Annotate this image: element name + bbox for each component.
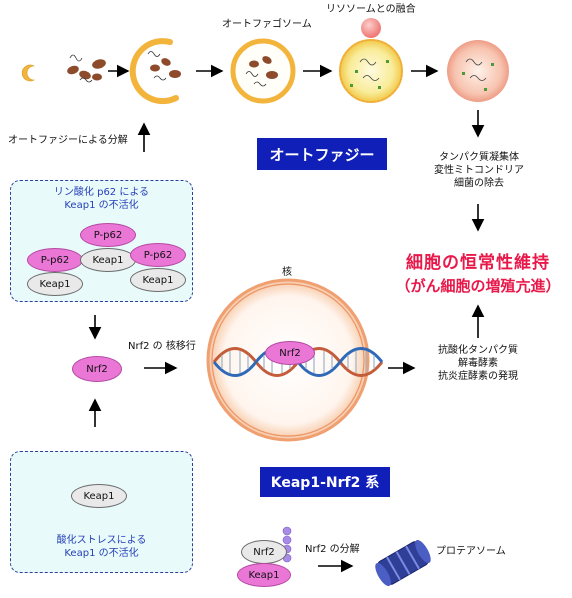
phagophore-icon xyxy=(129,38,181,105)
homeostasis-line: （がん細胞の増殖亢進） xyxy=(395,277,561,295)
expression-list: 抗酸化タンパク質 解毒酵素 抗炎症酵素の発現 xyxy=(416,344,540,383)
nrf2-nuclear-node: Nrf2 xyxy=(265,341,315,365)
keap1-bound-node: Keap1 xyxy=(237,563,291,587)
keap1-nrf2-banner: Keap1-Nrf2 系 xyxy=(260,467,390,497)
p62-box-title-line: リン酸化 p62 による xyxy=(53,187,150,198)
proteasome-label: プロテアソーム xyxy=(436,546,506,557)
p-p62-node: P-p62 xyxy=(27,248,83,272)
crescent-small-icon xyxy=(21,64,35,82)
nrf2-bound-node: Nrf2 xyxy=(241,540,287,564)
nrf2-degradation-label: Nrf2 の分解 xyxy=(305,544,360,555)
homeostasis-text: 細胞の恒常性維持 （がん細胞の増殖亢進） xyxy=(392,248,564,296)
autophagosome-label: オートファゴソーム xyxy=(222,19,312,30)
autolysosome-icon xyxy=(447,40,509,102)
lysosome-fusion-label: リソソームとの融合 xyxy=(326,4,416,15)
stress-box-title: 酸化ストレスによる Keap1 の不活化 xyxy=(11,534,192,560)
removal-item: タンパク質凝集体 xyxy=(439,152,519,163)
cargo-cluster-icon xyxy=(67,54,106,83)
removal-item: 変性ミトコンドリア xyxy=(434,165,524,176)
homeostasis-line: 細胞の恒常性維持 xyxy=(406,253,550,273)
lysosome-fusion-icon xyxy=(339,18,403,103)
stress-box-title-line: Keap1 の不活化 xyxy=(64,548,139,559)
autophagosome-icon xyxy=(230,38,296,104)
p62-box-title: リン酸化 p62 による Keap1 の不活化 xyxy=(11,186,192,212)
proteasome-icon xyxy=(375,539,431,587)
removal-list: タンパク質凝集体 変性ミトコンドリア 細菌の除去 xyxy=(420,151,538,190)
autophagy-degradation-label: オートファジーによる分解 xyxy=(8,135,128,146)
expression-item: 抗酸化タンパク質 xyxy=(438,345,518,356)
nrf2-node: Nrf2 xyxy=(72,356,122,382)
oxidative-stress-box: 酸化ストレスによる Keap1 の不活化 xyxy=(10,451,193,573)
p-p62-node: P-p62 xyxy=(130,243,186,267)
autophagy-banner: オートファジー xyxy=(257,138,387,170)
keap1-node: Keap1 xyxy=(130,268,186,292)
p62-box-title-line: Keap1 の不活化 xyxy=(64,200,139,211)
keap1-node: Keap1 xyxy=(71,484,127,508)
expression-item: 解毒酵素 xyxy=(458,358,498,369)
p-p62-node: P-p62 xyxy=(80,223,136,247)
stress-box-title-line: 酸化ストレスによる xyxy=(56,535,147,546)
removal-item: 細菌の除去 xyxy=(454,178,504,189)
expression-item: 抗炎症酵素の発現 xyxy=(438,371,518,382)
nucleus-label: 核 xyxy=(282,267,292,278)
keap1-node: Keap1 xyxy=(27,272,83,296)
nrf2-translocation-label: Nrf2 の 核移行 xyxy=(128,341,196,352)
keap1-node: Keap1 xyxy=(80,248,136,272)
